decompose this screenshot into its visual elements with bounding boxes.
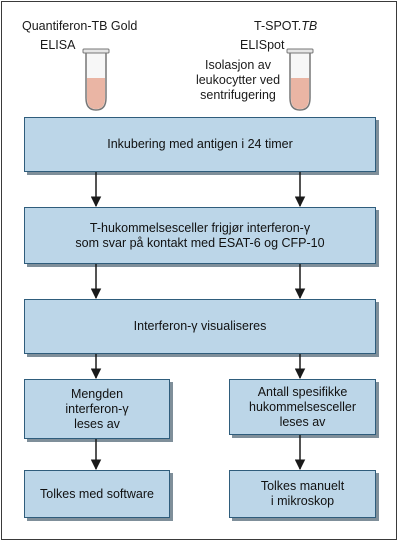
right-test-name-prefix: T-SPOT. bbox=[254, 19, 302, 33]
release-step-line: T-hukommelsesceller frigjør interferon-γ bbox=[89, 220, 311, 235]
right-interpret-step-line: Tolkes manuelt bbox=[260, 479, 345, 493]
incubation-step-line: Inkubering med antigen i 24 timer bbox=[107, 137, 293, 151]
right-test-note: Isolasjon av leukocytter ved sentrifuger… bbox=[188, 58, 288, 103]
left-test-name: Quantiferon-TB Gold bbox=[22, 19, 138, 33]
left-read-step: Mengden interferon-γ leses av bbox=[24, 379, 170, 439]
visualize-step-line: Interferon-γ visualiseres bbox=[133, 319, 267, 333]
release-step-line: som svar på kontakt med ESAT-6 og CFP-10 bbox=[75, 235, 325, 250]
right-read-step: Antall spesifikke hukommelsesceller lese… bbox=[229, 379, 376, 435]
incubation-step: Inkubering med antigen i 24 timer bbox=[24, 117, 376, 172]
right-read-step-line: leses av bbox=[279, 414, 326, 429]
right-test-note-line: leukocytter ved bbox=[195, 73, 281, 87]
right-read-step-line: Antall spesifikke bbox=[257, 384, 348, 399]
left-test-method: ELISA bbox=[40, 38, 76, 52]
right-test-note-line: Isolasjon av bbox=[204, 58, 271, 72]
left-test-tube-icon bbox=[82, 48, 110, 111]
left-read-step-line: interferon-γ bbox=[65, 401, 129, 416]
release-step: T-hukommelsesceller frigjør interferon-γ… bbox=[24, 207, 376, 264]
left-read-step-line: Mengden bbox=[70, 386, 124, 401]
right-test-name: T-SPOT.TB bbox=[254, 19, 317, 34]
left-interpret-step: Tolkes med software bbox=[24, 470, 170, 518]
visualize-step: Interferon-γ visualiseres bbox=[24, 299, 376, 354]
right-read-step-line: hukommelsesceller bbox=[249, 399, 356, 414]
right-test-name-italic: TB bbox=[301, 19, 318, 33]
left-read-step-line: leses av bbox=[74, 416, 120, 431]
right-test-note-line: sentrifugering bbox=[200, 88, 276, 102]
right-test-method: ELISpot bbox=[240, 38, 285, 52]
right-interpret-step: Tolkes manuelt i mikroskop bbox=[229, 470, 376, 518]
left-interpret-step-line: Tolkes med software bbox=[40, 486, 154, 501]
right-test-tube-icon bbox=[286, 48, 314, 111]
right-interpret-step-line: i mikroskop bbox=[270, 494, 335, 508]
